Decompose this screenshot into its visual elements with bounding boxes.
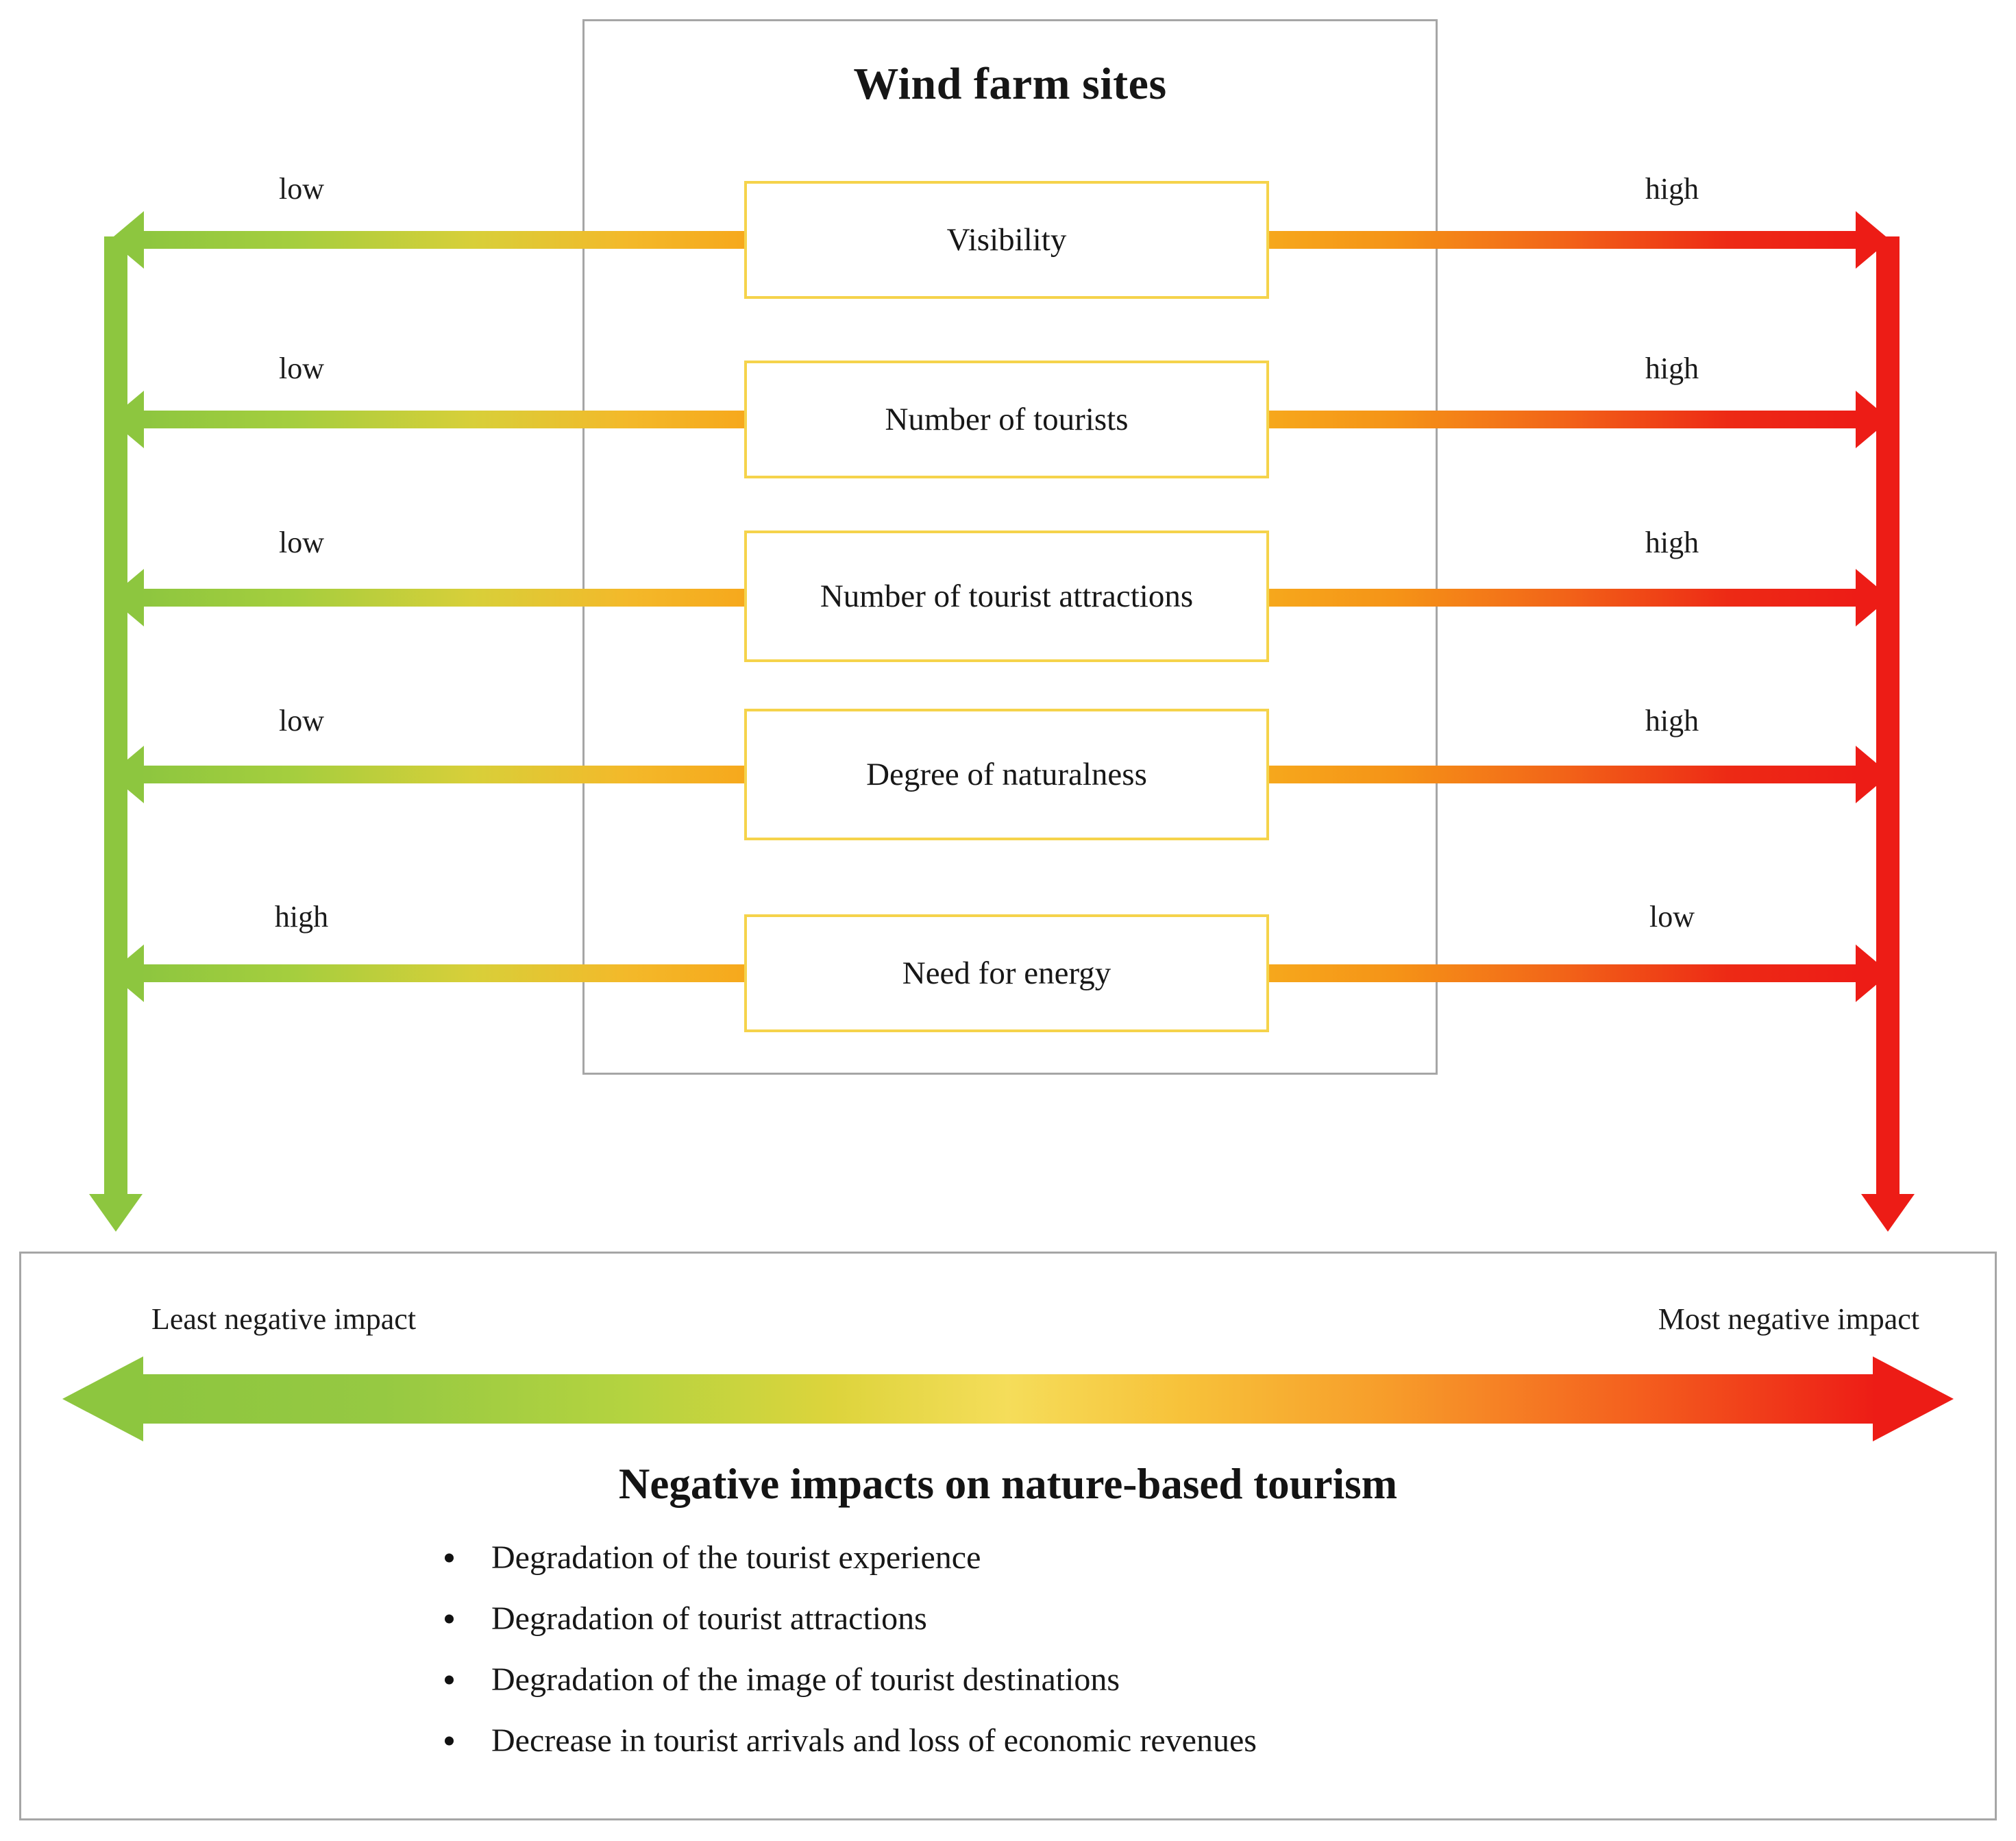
arrow-left-tip [62,1356,143,1441]
impacts-list: Degradation of the tourist experience De… [432,1541,1257,1785]
arrow-right-tip [1856,569,1890,626]
factor-box[interactable]: Need for energy [744,914,1269,1032]
wind-farm-impact-scale-section: Wind farm sites low high Visibility low … [0,19,2016,1232]
arrow-left-tip [110,211,144,269]
bullet-icon [445,1736,454,1746]
list-item-label: Degradation of the image of tourist dest… [491,1661,1120,1698]
arrow-left-bar [141,766,747,783]
arrow-right-icon [1266,746,1890,803]
arrow-left-tip [110,569,144,626]
arrow-right-tip [1873,1356,1954,1441]
arrow-left-icon [110,746,747,803]
impact-row: low high Visibility [0,171,2016,308]
arrow-right-bar [1266,411,1858,428]
scale-right-label: Most negative impact [1658,1302,1919,1336]
list-item-label: Decrease in tourist arrivals and loss of… [491,1722,1257,1759]
arrow-right-icon [1266,569,1890,626]
row-left-label: low [279,172,324,206]
bullet-icon [445,1675,454,1685]
factor-box[interactable]: Degree of naturalness [744,709,1269,840]
row-left-label: low [279,704,324,737]
arrow-left-bar [141,964,747,982]
impact-row: high low Need for energy [0,900,2016,1042]
row-right-label: high [1645,352,1699,385]
gradient-scale-bar [139,1374,1877,1424]
arrow-right-icon [1266,944,1890,1002]
impact-row: low high Number of tourist attractions [0,526,2016,666]
arrow-down-icon [89,1194,143,1232]
impacts-heading: Negative impacts on nature-based tourism [618,1460,1398,1508]
arrow-right-tip [1856,746,1890,803]
row-left-label: low [279,526,324,559]
arrow-right-bar [1266,589,1858,607]
list-item: Degradation of the tourist experience [432,1541,1257,1574]
impact-row: low high Degree of naturalness [0,704,2016,843]
arrow-left-bar [141,231,747,249]
bullet-icon [445,1614,454,1624]
wind-farm-sites-title: Wind farm sites [853,59,1167,109]
list-item: Decrease in tourist arrivals and loss of… [432,1724,1257,1757]
arrow-left-bar [141,589,747,607]
row-right-label: high [1645,172,1699,206]
impact-row: low high Number of tourists [0,351,2016,488]
arrow-right-tip [1856,391,1890,448]
arrow-left-tip [110,944,144,1002]
row-right-label: low [1649,900,1695,934]
wind-farm-sites-container [582,19,1438,1075]
row-right-label: high [1645,526,1699,559]
arrow-left-icon [110,211,747,269]
factor-box[interactable]: Number of tourist attractions [744,531,1269,662]
arrow-right-tip [1856,211,1890,269]
negative-impacts-panel: Least negative impact Most negative impa… [19,1252,1997,1820]
double-headed-arrow-icon [62,1356,1954,1441]
arrow-right-bar [1266,231,1858,249]
scale-left-label: Least negative impact [151,1302,417,1336]
arrow-right-bar [1266,766,1858,783]
row-right-label: high [1645,704,1699,737]
arrow-right-icon [1266,211,1890,269]
arrow-left-icon [110,391,747,448]
factor-box[interactable]: Visibility [744,181,1269,299]
arrow-right-bar [1266,964,1858,982]
arrow-left-bar [141,411,747,428]
bullet-icon [445,1553,454,1563]
list-item-label: Degradation of tourist attractions [491,1600,927,1637]
arrow-left-tip [110,391,144,448]
arrow-left-icon [110,569,747,626]
arrow-left-tip [110,746,144,803]
arrow-left-icon [110,944,747,1002]
list-item: Degradation of tourist attractions [432,1602,1257,1635]
list-item: Degradation of the image of tourist dest… [432,1663,1257,1696]
factor-box[interactable]: Number of tourists [744,361,1269,478]
arrow-right-tip [1856,944,1890,1002]
row-left-label: high [274,900,329,934]
arrow-right-icon [1266,391,1890,448]
row-left-label: low [279,352,324,385]
list-item-label: Degradation of the tourist experience [491,1539,981,1576]
arrow-down-icon [1861,1194,1915,1232]
